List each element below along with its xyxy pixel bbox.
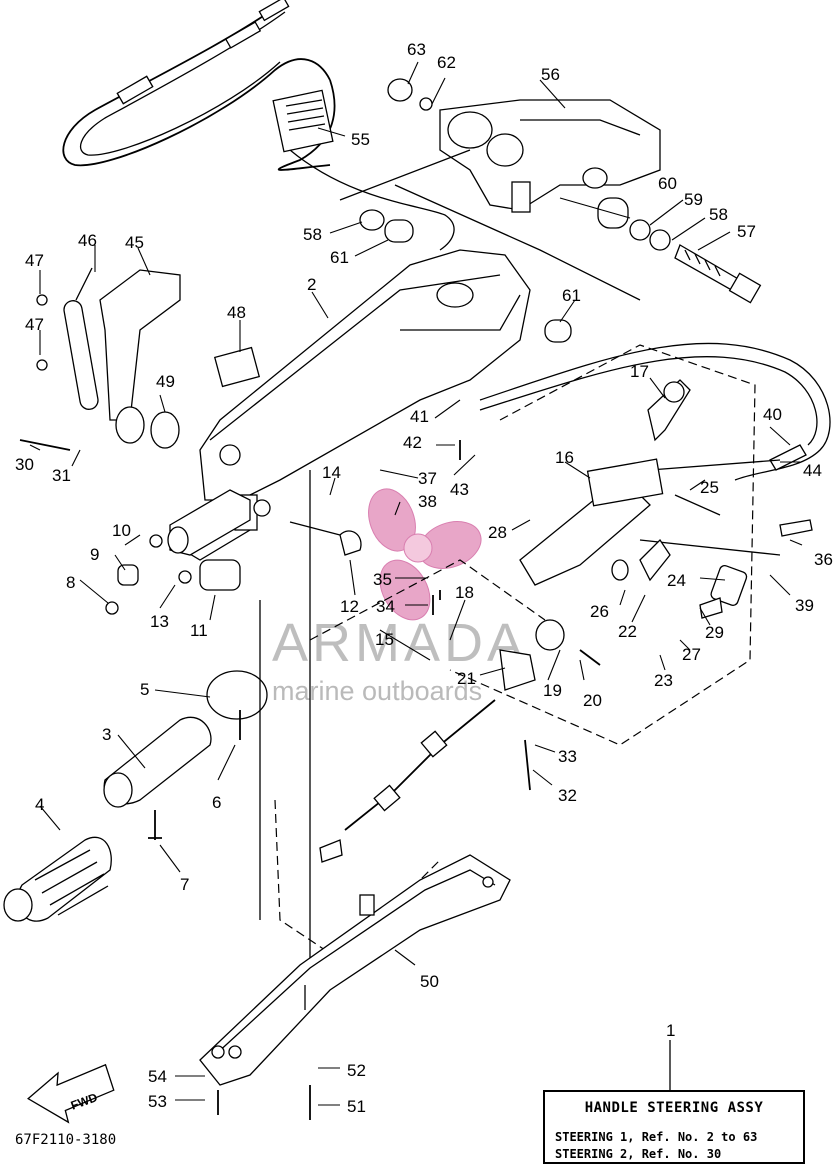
part-num-18: 18 xyxy=(455,583,474,602)
steering-line-1: STEERING 1, Ref. No. 2 to 63 xyxy=(555,1130,758,1144)
part-num-51: 51 xyxy=(347,1097,366,1116)
part-num-45: 45 xyxy=(125,233,144,252)
part-num-13: 13 xyxy=(150,612,169,631)
part-num-34: 34 xyxy=(376,597,395,616)
watermark: ARMADA marine outboards xyxy=(272,488,527,706)
bolt-assembly-57 xyxy=(597,197,762,304)
part-num-17: 17 xyxy=(630,362,649,381)
part-num-3: 3 xyxy=(102,725,111,744)
part-num-47b: 47 xyxy=(25,315,44,334)
part-num-47a: 47 xyxy=(25,251,44,270)
part-num-8: 8 xyxy=(66,573,75,592)
part-num-27: 27 xyxy=(682,645,701,664)
shift-cable xyxy=(319,699,496,863)
part-num-35: 35 xyxy=(373,570,392,589)
part-num-59: 59 xyxy=(684,190,703,209)
cable-connector-55 xyxy=(272,89,334,153)
part-num-11: 11 xyxy=(190,621,208,640)
lever-45 xyxy=(36,267,181,449)
title-box: HANDLE STEERING ASSY STEERING 1, Ref. No… xyxy=(543,1090,805,1164)
part-num-16: 16 xyxy=(555,448,574,467)
part-num-37: 37 xyxy=(418,469,437,488)
part-num-60: 60 xyxy=(658,174,677,193)
part-num-43: 43 xyxy=(450,480,469,499)
steering-line-2: STEERING 2, Ref. No. 30 xyxy=(555,1147,722,1161)
part-num-50: 50 xyxy=(420,972,439,991)
callout-leaders xyxy=(29,61,803,1106)
control-cables xyxy=(62,0,455,251)
part-num-10: 10 xyxy=(112,521,131,540)
part-num-29: 29 xyxy=(705,623,724,642)
part-num-28: 28 xyxy=(488,523,507,542)
assembly-title: HANDLE STEERING ASSY xyxy=(584,1100,764,1116)
watermark-brand: ARMADA xyxy=(272,613,527,673)
washer-58-61 xyxy=(359,209,572,343)
base-plate-50 xyxy=(199,854,511,1086)
screws xyxy=(19,439,531,1120)
part-num-25: 25 xyxy=(700,478,719,497)
part-number-labels: 1 2 3 4 5 6 7 8 9 10 11 12 13 14 15 16 1… xyxy=(15,40,833,1116)
part-num-6: 6 xyxy=(212,793,221,812)
part-num-62: 62 xyxy=(437,53,456,72)
part-num-42: 42 xyxy=(403,433,422,452)
steering-cables-right xyxy=(479,342,831,556)
part-num-15: 15 xyxy=(375,630,394,649)
part-num-46: 46 xyxy=(78,231,97,250)
part-num-36: 36 xyxy=(814,550,833,569)
part-num-48: 48 xyxy=(227,303,246,322)
part-num-19: 19 xyxy=(543,681,562,700)
part-num-2: 2 xyxy=(307,275,316,294)
part-num-26: 26 xyxy=(590,602,609,621)
part-num-54: 54 xyxy=(148,1067,167,1086)
part-num-23: 23 xyxy=(654,671,673,690)
propeller-logo-icon xyxy=(368,488,482,621)
part-num-20: 20 xyxy=(583,691,602,710)
part-num-14: 14 xyxy=(322,463,341,482)
part-num-63: 63 xyxy=(407,40,426,59)
part-num-58a: 58 xyxy=(303,225,322,244)
watermark-tagline: marine outboards xyxy=(272,676,482,706)
part-num-12: 12 xyxy=(340,597,359,616)
part-num-33: 33 xyxy=(558,747,577,766)
throttle-grip-assembly xyxy=(3,489,268,922)
part-num-57: 57 xyxy=(737,222,756,241)
part-num-40: 40 xyxy=(763,405,782,424)
part-num-56: 56 xyxy=(541,65,560,84)
part-num-24: 24 xyxy=(667,571,686,590)
part-num-38: 38 xyxy=(418,492,437,511)
part-num-4: 4 xyxy=(35,795,44,814)
part-num-44: 44 xyxy=(803,461,822,480)
part-num-61a: 61 xyxy=(330,248,349,267)
part-num-53: 53 xyxy=(148,1092,167,1111)
part-num-22: 22 xyxy=(618,622,637,641)
part-num-9: 9 xyxy=(90,545,99,564)
shift-mechanism xyxy=(499,379,748,691)
part-num-5: 5 xyxy=(140,680,149,699)
part-num-21: 21 xyxy=(457,669,476,688)
part-num-30: 30 xyxy=(15,455,34,474)
part-num-58b: 58 xyxy=(709,205,728,224)
label-sticker-48 xyxy=(213,346,261,388)
part-num-7: 7 xyxy=(180,875,189,894)
part-num-61b: 61 xyxy=(562,286,581,305)
part-num-55: 55 xyxy=(351,130,370,149)
diagram-code: 67F2110-3180 xyxy=(15,1132,117,1148)
part-num-32: 32 xyxy=(558,786,577,805)
part-num-1: 1 xyxy=(666,1021,675,1040)
bracket-56 xyxy=(387,78,661,213)
part-num-49: 49 xyxy=(156,372,175,391)
part-num-31: 31 xyxy=(52,466,71,485)
part-num-52: 52 xyxy=(347,1061,366,1080)
fwd-arrow-icon: FWD xyxy=(27,1063,115,1124)
part-num-39: 39 xyxy=(795,596,814,615)
part-num-41: 41 xyxy=(410,407,429,426)
